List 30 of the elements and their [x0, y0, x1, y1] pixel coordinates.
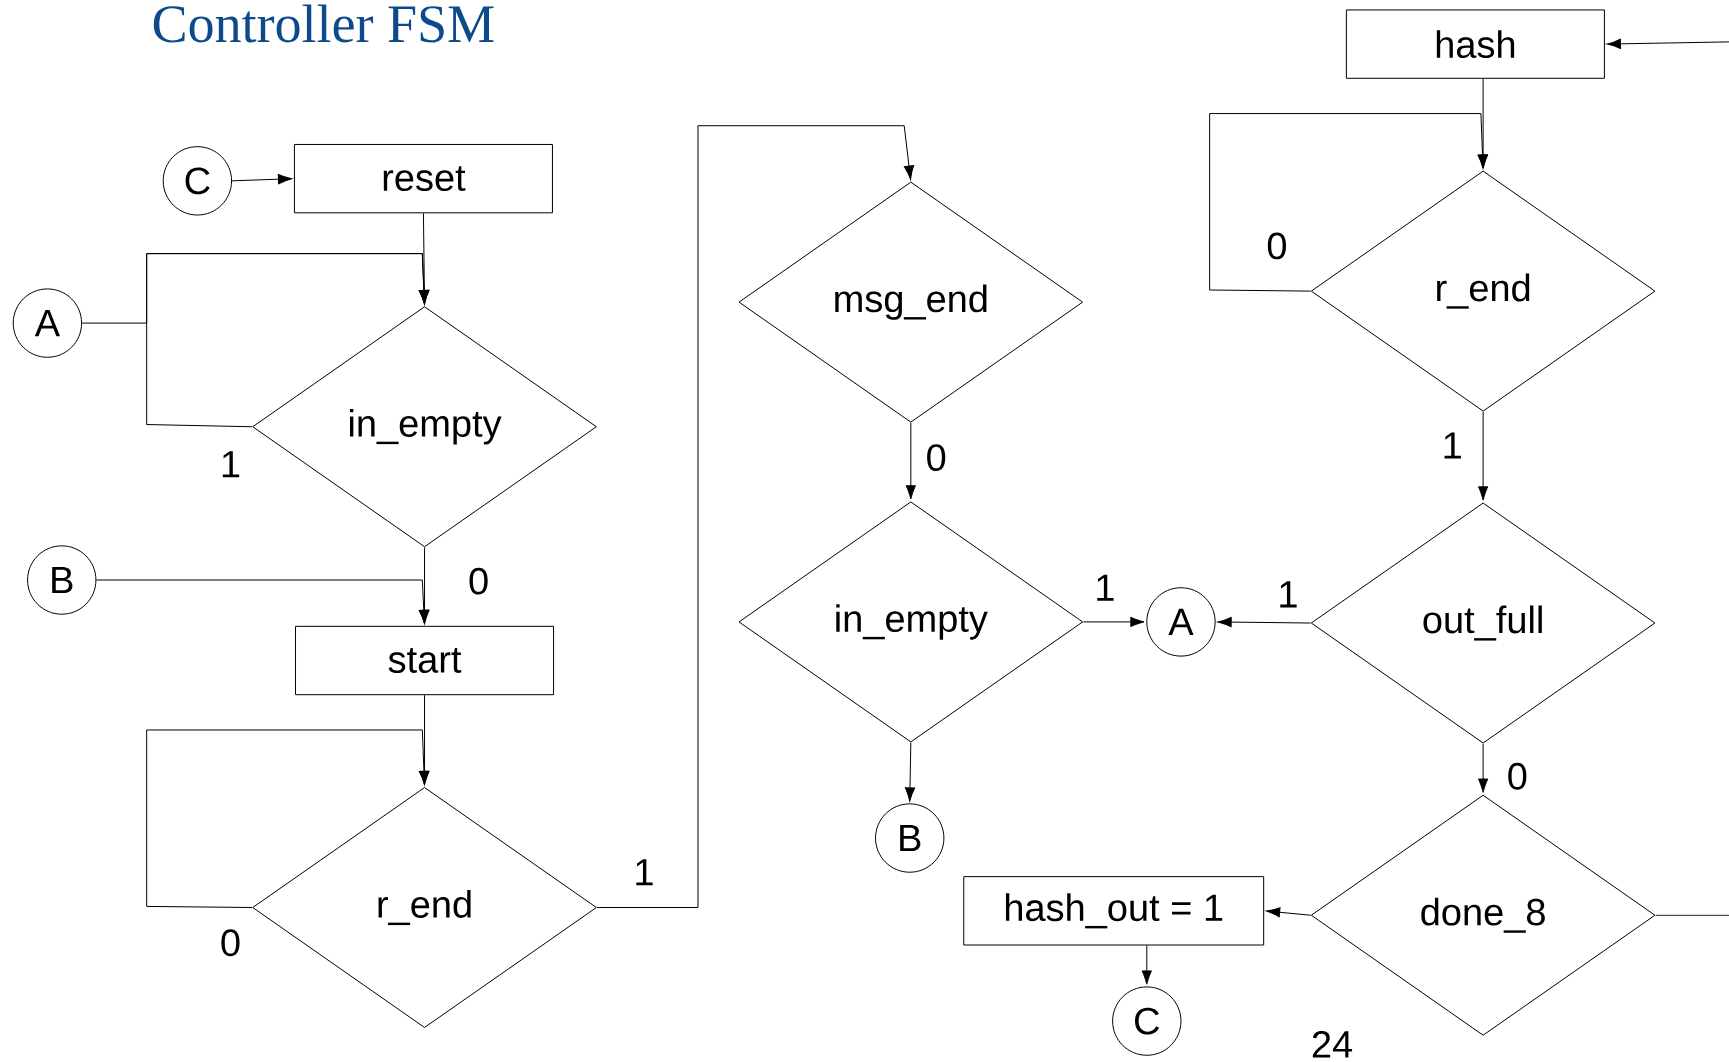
arrow	[231, 174, 293, 185]
arrow	[1477, 411, 1489, 501]
arrow	[146, 729, 430, 909]
arrow	[1082, 616, 1145, 628]
arrow	[596, 125, 915, 909]
arrow	[1477, 743, 1489, 793]
edge-label: 0	[1265, 231, 1289, 261]
arrow	[1209, 113, 1488, 292]
arrow	[1606, 38, 1729, 50]
arrow	[95, 579, 429, 625]
title: Controller FSM	[153, 4, 494, 43]
process-box: reset	[293, 144, 553, 214]
edge-label: 1	[1440, 431, 1464, 460]
arrow	[81, 253, 430, 324]
process-box: hash_out = 1	[963, 876, 1265, 946]
arrow	[905, 422, 916, 500]
process-box: start	[295, 625, 555, 696]
edge-label: 0	[924, 443, 948, 473]
process-box: hash	[1345, 9, 1605, 79]
arrow	[1141, 945, 1152, 985]
edge-label: 1	[632, 858, 656, 887]
edge-label: 0	[218, 928, 243, 958]
edge-label: 1	[218, 450, 243, 479]
edge-label: 0	[467, 566, 491, 596]
edge-label: 1	[1093, 573, 1117, 602]
edge-label: 1	[1276, 580, 1300, 609]
arrow	[1265, 907, 1312, 918]
edge-label: 0	[1505, 761, 1529, 791]
arrow	[1217, 617, 1312, 628]
arrow	[904, 742, 916, 802]
